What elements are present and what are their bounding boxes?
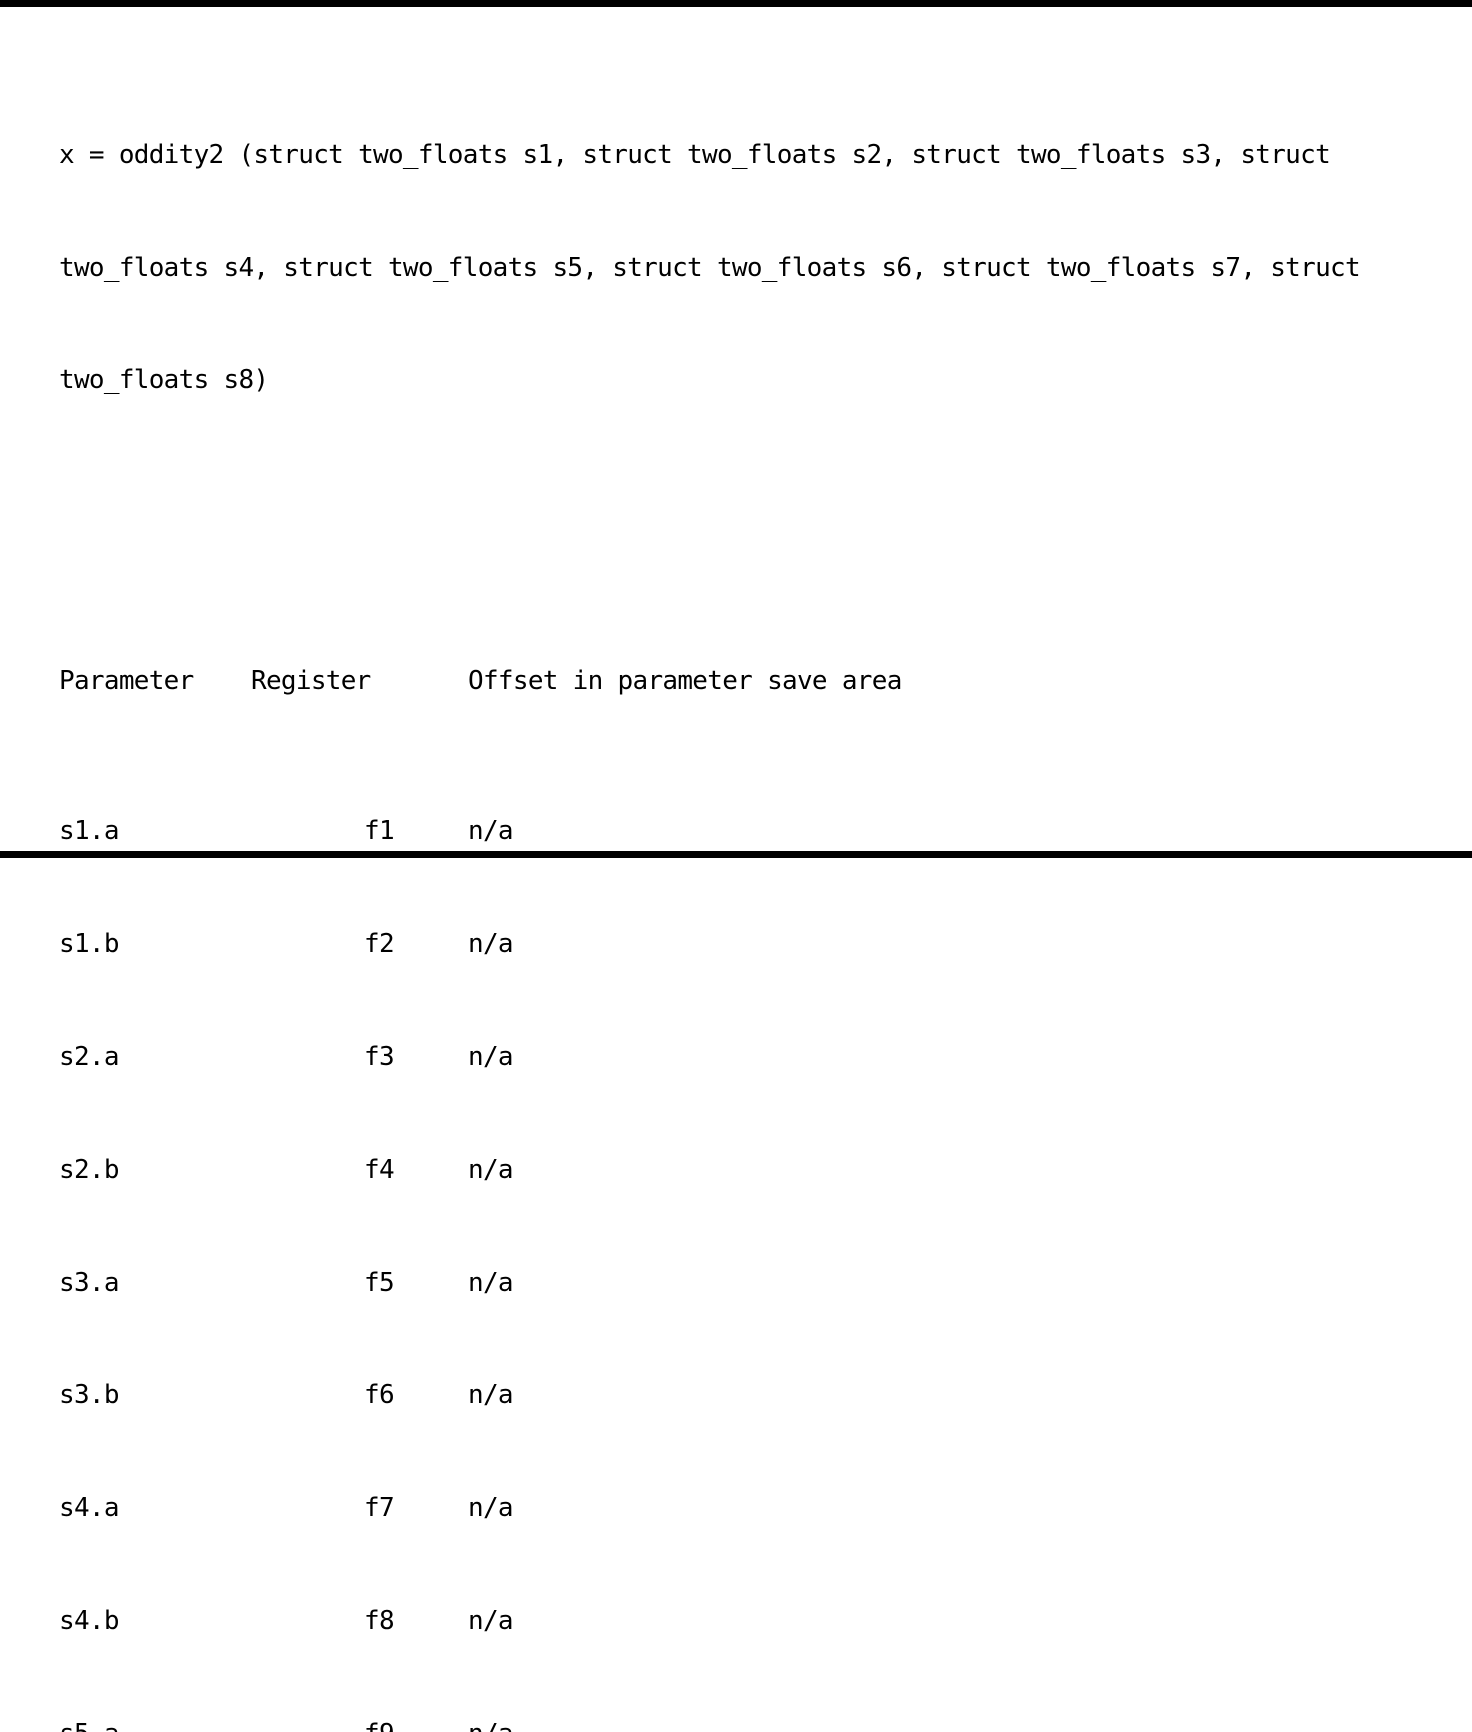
document-body: x = oddity2 (struct two_floats s1, struc… [0, 24, 1472, 1732]
table-row: s4.a f7 n/a [0, 1490, 1472, 1528]
header-offset: Offset in parameter save area [468, 666, 902, 697]
spacer [0, 513, 1472, 551]
table-row: s1.a f1 n/a [0, 813, 1472, 851]
offset-cell: n/a [468, 1154, 514, 1185]
param-cell: s1.b [59, 929, 120, 960]
register-cell: f1 [364, 816, 395, 847]
header-register: Register [251, 666, 371, 697]
offset-cell: n/a [468, 1605, 514, 1636]
table-row: s2.a f3 n/a [0, 1039, 1472, 1077]
param-cell: s4.b [59, 1605, 120, 1636]
register-cell: f4 [364, 1154, 395, 1185]
header-parameter: Parameter [59, 666, 194, 697]
register-cell: f2 [364, 929, 395, 960]
param-cell: s4.a [59, 1493, 120, 1524]
register-cell: f8 [364, 1605, 395, 1636]
table-row: s4.b f8 n/a [0, 1603, 1472, 1641]
offset-cell: n/a [468, 1267, 514, 1298]
register-cell: f3 [364, 1042, 395, 1073]
table-row: s3.b f6 n/a [0, 1377, 1472, 1415]
offset-cell: n/a [468, 1380, 514, 1411]
register-cell: f7 [364, 1493, 395, 1524]
register-cell: f9 [364, 1716, 395, 1732]
offset-cell: n/a [468, 929, 514, 960]
param-cell: s2.a [59, 1042, 120, 1073]
param-cell: s2.b [59, 1154, 120, 1185]
register-cell: f5 [364, 1267, 395, 1298]
offset-cell: n/a [468, 1042, 514, 1073]
top-rule [0, 0, 1472, 7]
register-cell: f6 [364, 1380, 395, 1411]
table-row: s3.a f5 n/a [0, 1265, 1472, 1303]
param-cell: s3.b [59, 1380, 120, 1411]
table-row: s1.b f2 n/a [0, 926, 1472, 964]
offset-cell: n/a [468, 816, 514, 847]
offset-cell: n/a [468, 1493, 514, 1524]
param-cell: s5.a [59, 1716, 120, 1732]
table-header-row: Parameter Register Offset in parameter s… [0, 663, 1472, 701]
function-signature-line: two_floats s8) [59, 365, 269, 396]
function-signature-line: x = oddity2 (struct two_floats s1, struc… [59, 139, 1331, 170]
table-row: s5.a f9 n/a [0, 1716, 1472, 1732]
bottom-rule [0, 851, 1472, 858]
table-row: s2.b f4 n/a [0, 1152, 1472, 1190]
param-cell: s1.a [59, 816, 120, 847]
function-signature-line: two_floats s4, struct two_floats s5, str… [59, 252, 1361, 283]
offset-cell: n/a [468, 1716, 514, 1732]
param-cell: s3.a [59, 1267, 120, 1298]
